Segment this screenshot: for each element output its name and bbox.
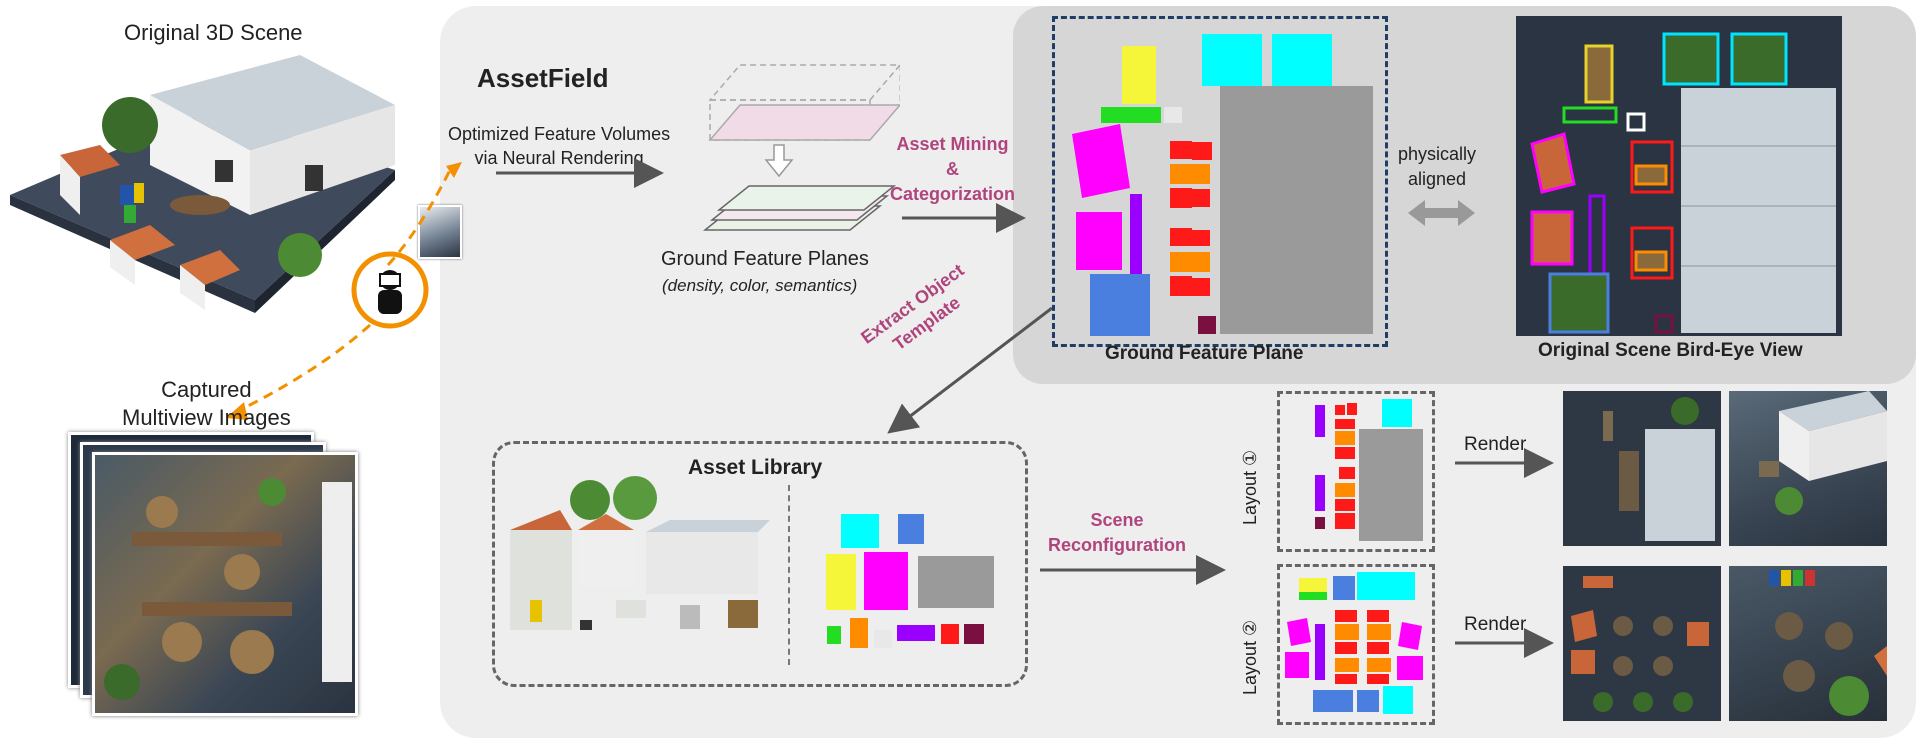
camera-image-icon xyxy=(418,205,462,259)
assetfield-title: AssetField xyxy=(477,63,609,93)
ground-feature-plane-map xyxy=(1072,34,1373,336)
render1-label: Render xyxy=(1464,434,1527,455)
ground-feature-plane-box xyxy=(1052,16,1388,347)
captured-images-title: Captured Multiview Images xyxy=(122,377,291,430)
ground-feature-plane-title: Ground Feature Plane xyxy=(1105,343,1304,364)
layout2-label: Layout ② xyxy=(1240,619,1260,695)
render2-topview-content xyxy=(1571,576,1709,712)
asset-library-title: Asset Library xyxy=(688,456,823,479)
layout1-map xyxy=(1315,399,1423,541)
render1-topview-content xyxy=(1603,397,1715,541)
asset-mining-label: Asset Mining & Categorization xyxy=(890,134,1016,204)
render1-perspective-content xyxy=(1759,391,1887,515)
original-scene-title: Original 3D Scene xyxy=(124,20,303,45)
scene-reconfig-label: Scene Reconfiguration xyxy=(1048,510,1186,555)
asset-library-box xyxy=(492,441,1028,687)
feature-volume-box xyxy=(708,64,900,141)
ground-planes-sublabel: (density, color, semantics) xyxy=(662,276,858,295)
bird-eye-title: Original Scene Bird-Eye View xyxy=(1538,340,1803,361)
multiview-photo-content xyxy=(104,478,352,700)
camera-person-icon xyxy=(351,251,429,329)
layout1-label: Layout ① xyxy=(1240,449,1260,525)
physically-aligned-label: physically aligned xyxy=(1398,144,1477,189)
bird-eye-overlay xyxy=(1530,32,1836,334)
layout2-box xyxy=(1277,564,1435,725)
layout1-box xyxy=(1277,391,1435,552)
optimized-volumes-label: Optimized Feature Volumes via Neural Ren… xyxy=(448,124,671,168)
render2-perspective-content xyxy=(1769,570,1887,716)
asset-library-divider xyxy=(788,485,790,665)
ground-feature-planes xyxy=(702,185,897,231)
ground-planes-label: Ground Feature Planes xyxy=(661,248,869,270)
render2-label: Render xyxy=(1464,614,1527,635)
asset-library-templates xyxy=(826,514,994,648)
capture-arrows xyxy=(226,162,462,420)
asset-library-3d-assets xyxy=(510,476,770,630)
layout2-map xyxy=(1285,572,1423,714)
original-scene-image xyxy=(10,55,395,313)
